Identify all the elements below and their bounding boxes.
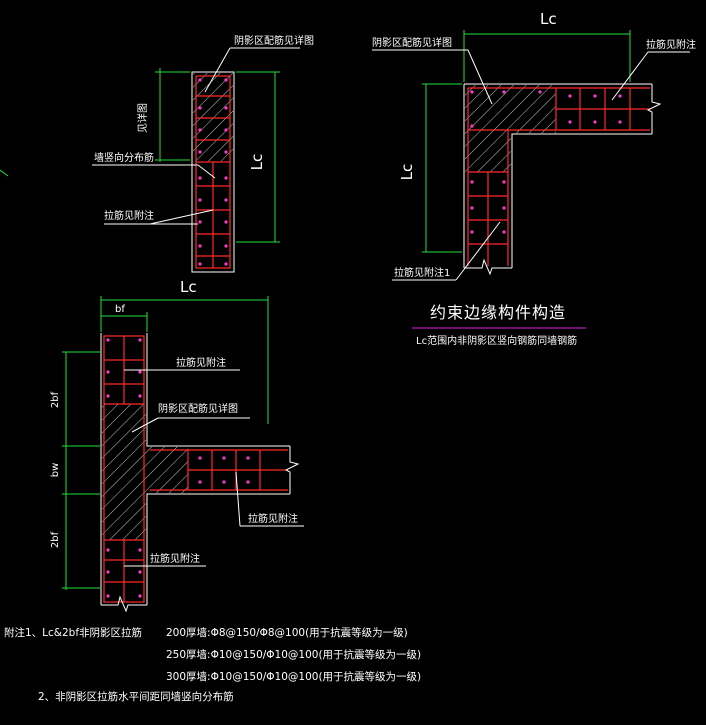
wall-outline <box>191 71 235 273</box>
dim-2bf-bottom: 2bf <box>50 531 61 548</box>
dim-bw: bw <box>50 463 61 478</box>
t-hatched <box>102 404 188 540</box>
corner-outline <box>463 83 652 268</box>
label-ties: 拉筋见附注 <box>104 209 154 222</box>
dim-bf: bf <box>115 304 125 315</box>
detail-title: 约束边缘构件构造 <box>430 303 566 322</box>
dim-lc-side: Lc <box>398 164 416 181</box>
label-ties-bottom: 拉筋见附注1 <box>394 266 450 279</box>
note-line1-head: 附注1、Lc&2bf非阴影区拉筋 <box>4 626 142 639</box>
label-hatched-detail: 阴影区配筋见详图 <box>234 34 314 47</box>
dim-lc-vertical: Lc <box>248 154 266 171</box>
label-see-detail: 见详图 <box>136 103 149 133</box>
notes-block: 附注1、Lc&2bf非阴影区拉筋 200厚墙:Φ8@150/Φ8@100(用于抗… <box>4 626 421 703</box>
detail-bottom-t: bf 2bf bw 2bf 拉筋见附注 阴影区配筋见详图 拉筋见附注 拉筋见附注 <box>50 296 304 613</box>
label-hatched-corner: 阴影区配筋见详图 <box>372 36 452 49</box>
label-ties-top: 拉筋见附注 <box>646 38 696 51</box>
dim-2bf-top: 2bf <box>50 391 61 408</box>
note-line4: 2、非阴影区拉筋水平间距同墙竖向分布筋 <box>38 690 234 703</box>
label-ties-lower: 拉筋见附注 <box>150 552 200 565</box>
label-ties-upper: 拉筋见附注 <box>176 356 226 369</box>
detail-top-left: 见详图 Lc 阴影区配筋见详图 墙竖向分布筋 拉筋见附注 Lc <box>92 34 314 296</box>
corner-hatched <box>465 85 556 172</box>
note-line1-spec: 200厚墙:Φ8@150/Φ8@100(用于抗震等级为一级) <box>166 626 408 639</box>
hatched-zone <box>193 73 233 161</box>
dim-lc-top: Lc <box>540 10 557 28</box>
dim-lc-bottom: Lc <box>180 278 197 296</box>
note-line2-spec: 250厚墙:Φ10@150/Φ10@100(用于抗震等级为一级) <box>166 648 421 661</box>
label-hatched-t: 阴影区配筋见详图 <box>158 402 238 415</box>
note-line3-spec: 300厚墙:Φ10@150/Φ10@100(用于抗震等级为一级) <box>166 670 421 683</box>
label-ties-flange: 拉筋见附注 <box>248 512 298 525</box>
label-vertical-bars: 墙竖向分布筋 <box>94 151 154 164</box>
detail-top-right: Lc Lc 阴影区配筋见详图 拉筋见附注 拉筋见附注1 约束边缘构件构造 Lc范… <box>372 10 696 347</box>
detail-subtitle: Lc范围内非阴影区竖向钢筋同墙钢筋 <box>416 334 577 347</box>
t-outline <box>100 333 290 605</box>
